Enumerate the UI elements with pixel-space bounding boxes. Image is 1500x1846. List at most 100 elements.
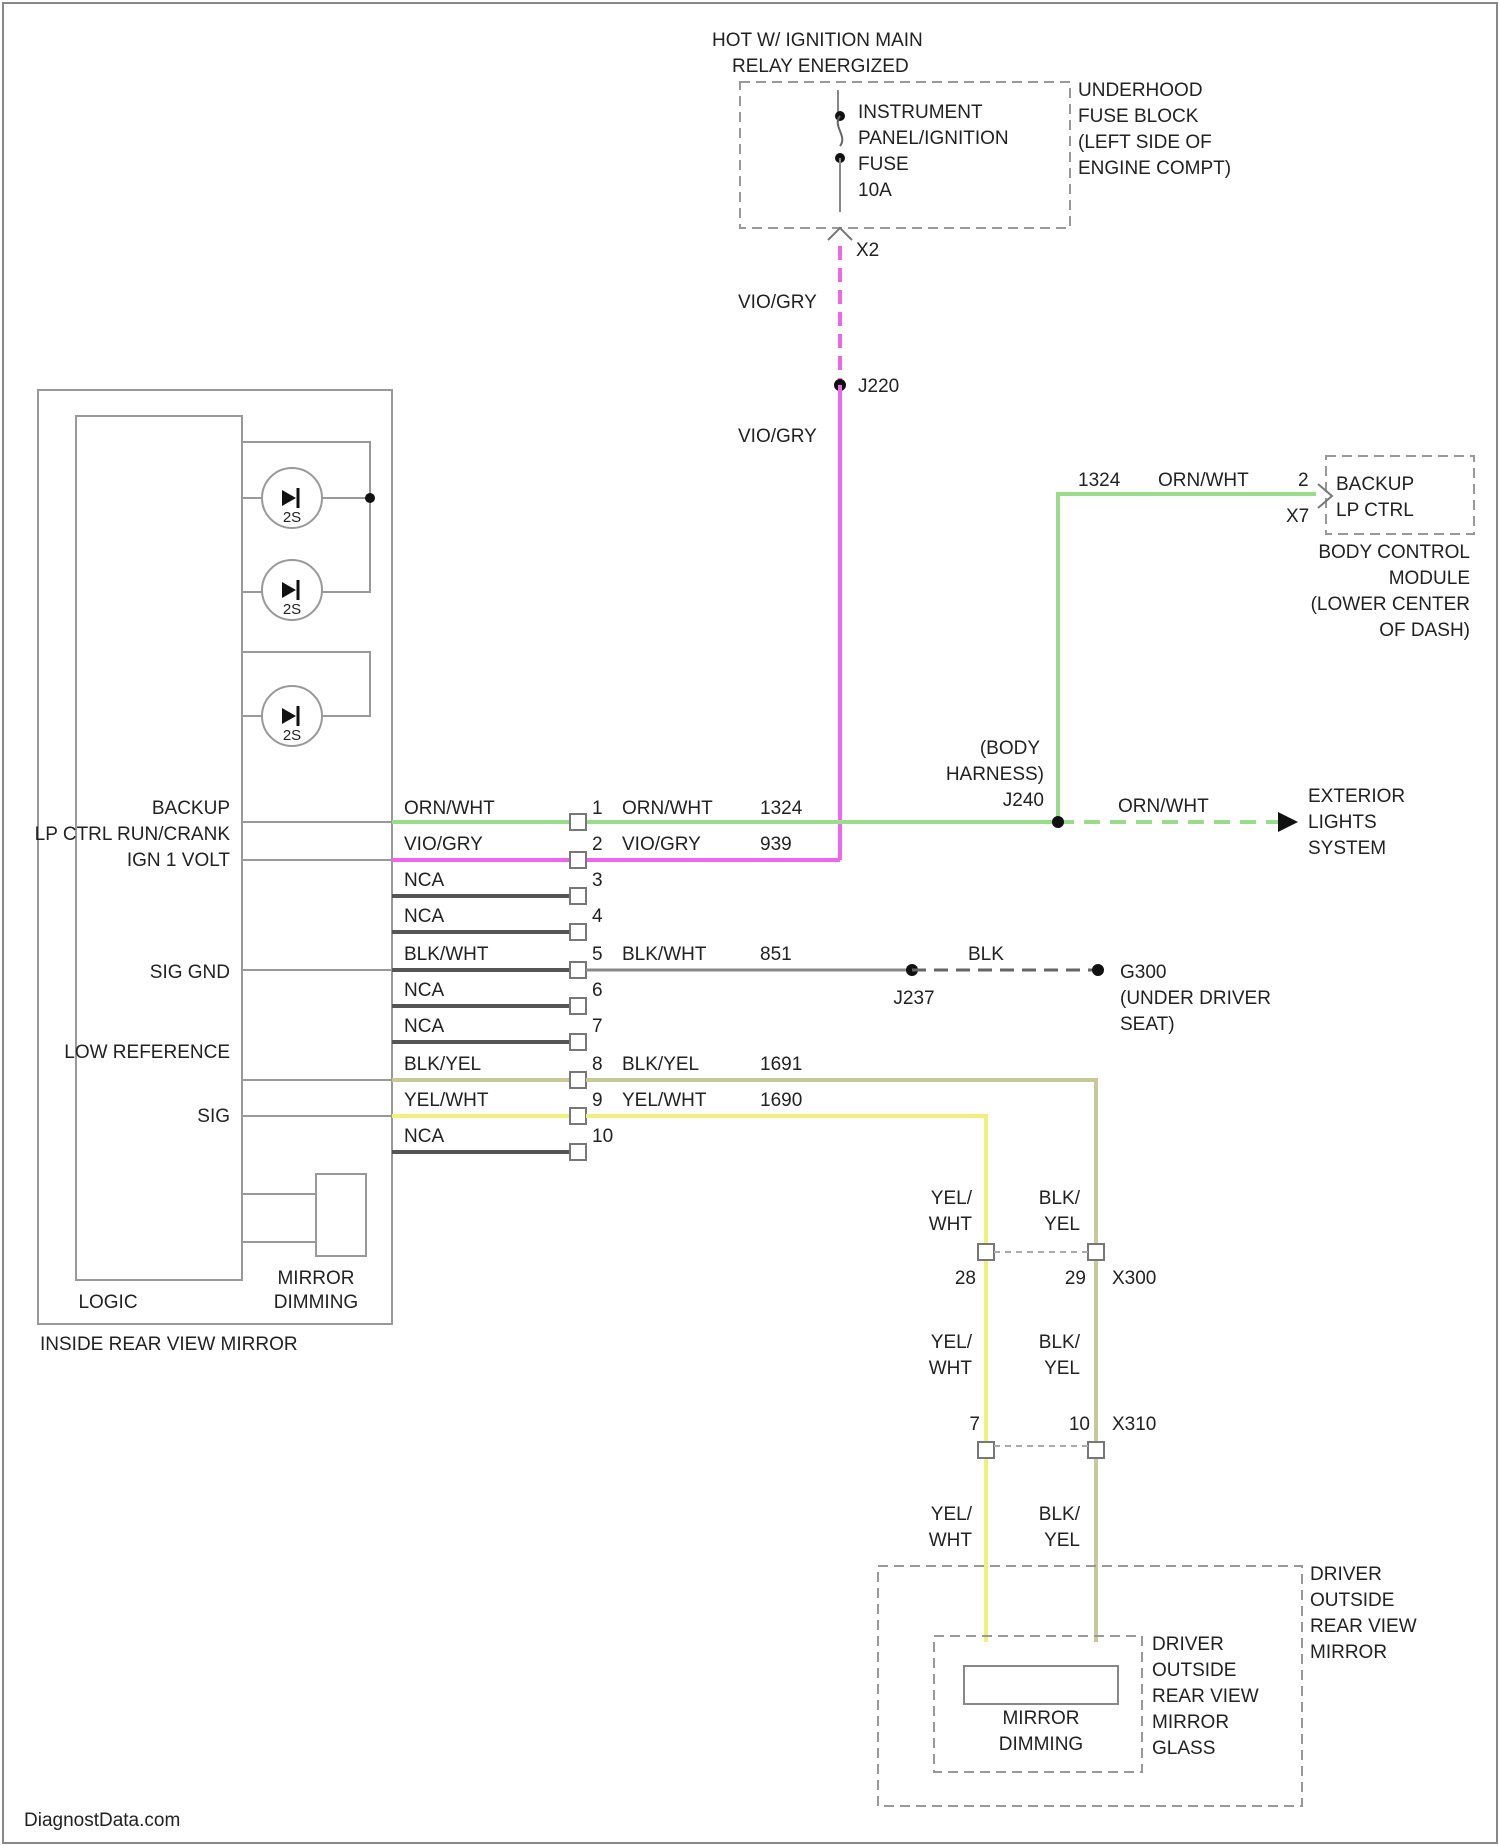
outside-mirror-dim-1: MIRROR — [1002, 1708, 1079, 1729]
input-backup: BACKUP — [152, 798, 230, 819]
fuse-label-4: 10A — [858, 180, 892, 201]
pin-10-left: NCA — [404, 1126, 444, 1147]
watermark: DiagnostData.com — [24, 1810, 180, 1831]
mirror-dimming-label-2: DIMMING — [274, 1292, 358, 1313]
glass-label-1: DRIVER — [1152, 1634, 1224, 1655]
fuse-label-1: INSTRUMENT — [858, 102, 983, 123]
logic-label: LOGIC — [78, 1292, 137, 1313]
mirror-dimming-element — [316, 1174, 366, 1256]
x300-blk-1: BLK/ — [1039, 1188, 1081, 1209]
pin-9-circuit: 1690 — [760, 1090, 802, 1111]
led-2-label: 2S — [283, 601, 301, 618]
pin-5-num: 5 — [592, 944, 603, 965]
outside-mirror-name-4: MIRROR — [1310, 1642, 1387, 1663]
bcm-connector: X7 — [1286, 506, 1309, 527]
fuse-block-label-1: UNDERHOOD — [1078, 80, 1203, 101]
splice-j237-label: J237 — [893, 988, 934, 1009]
x300-yel-2: WHT — [929, 1214, 973, 1235]
pin-4-left: NCA — [404, 906, 444, 927]
black-yellow-wire — [586, 1080, 1096, 1642]
c3-blk-2: YEL — [1044, 1530, 1080, 1551]
harness-label-3: J240 — [1003, 790, 1044, 811]
yellow-white-wire — [586, 1116, 986, 1642]
harness-label-1: (BODY — [980, 738, 1041, 759]
x310-pin-b: 10 — [1069, 1414, 1090, 1435]
pin-1-circuit: 1324 — [760, 798, 803, 819]
x310-blk-2: YEL — [1044, 1358, 1080, 1379]
pin-3-left: NCA — [404, 870, 444, 891]
x2-connector-symbol — [828, 228, 852, 240]
orange-white-wire — [392, 494, 1316, 822]
pin-4-num: 4 — [592, 906, 603, 927]
pin-8-right: BLK/YEL — [622, 1054, 699, 1075]
mirror-dimming-label-1: MIRROR — [277, 1268, 354, 1289]
x310-blk-1: BLK/ — [1039, 1332, 1081, 1353]
outside-mirror-name-2: OUTSIDE — [1310, 1590, 1394, 1611]
pin-9-left: YEL/WHT — [404, 1090, 489, 1111]
splice-j240 — [1052, 816, 1064, 828]
input-sig-gnd: SIG GND — [150, 962, 230, 983]
fuse-label-3: FUSE — [858, 154, 909, 175]
outside-mirror-dim-2: DIMMING — [999, 1734, 1083, 1755]
fuse-block-label-3: (LEFT SIDE OF — [1078, 132, 1212, 153]
input-low-reference: LOW REFERENCE — [64, 1042, 230, 1063]
pin-5-right: BLK/WHT — [622, 944, 707, 965]
pin-5-left: BLK/WHT — [404, 944, 489, 965]
pin-8-left: BLK/YEL — [404, 1054, 481, 1075]
bcm-wire-color: ORN/WHT — [1158, 470, 1249, 491]
glass-label-2: OUTSIDE — [1152, 1660, 1236, 1681]
input-ign: IGN 1 VOLT — [127, 850, 231, 871]
bcm-func-2: LP CTRL — [1336, 500, 1414, 521]
x300-name: X300 — [1112, 1268, 1156, 1289]
harness-label-2: HARNESS) — [946, 764, 1044, 785]
harness-wire-color: ORN/WHT — [1118, 796, 1209, 817]
hot-label-2: RELAY ENERGIZED — [732, 56, 909, 77]
exterior-lights-2: LIGHTS — [1308, 812, 1377, 833]
bcm-circuit: 1324 — [1078, 470, 1121, 491]
glass-label-5: GLASS — [1152, 1738, 1215, 1759]
pin-6-num: 6 — [592, 980, 603, 1001]
x310-yel-1: YEL/ — [931, 1332, 973, 1353]
c3-yel-1: YEL/ — [931, 1504, 973, 1525]
ground-g300 — [1092, 964, 1104, 976]
hot-label-1: HOT W/ IGNITION MAIN — [712, 30, 923, 51]
connector-x310 — [978, 1442, 1104, 1458]
pin-2-left: VIO/GRY — [404, 834, 483, 855]
led-junction — [365, 493, 375, 503]
led-3-label: 2S — [283, 727, 301, 744]
c3-yel-2: WHT — [929, 1530, 973, 1551]
violet-wire-label-a: VIO/GRY — [738, 292, 817, 313]
violet-wire-label-b: VIO/GRY — [738, 426, 817, 447]
logic-box — [76, 416, 242, 1280]
x300-blk-2: YEL — [1044, 1214, 1080, 1235]
outside-mirror-name-1: DRIVER — [1310, 1564, 1382, 1585]
fuse-block-label-2: FUSE BLOCK — [1078, 106, 1199, 127]
x300-pin-a: 28 — [955, 1268, 976, 1289]
pin-7-left: NCA — [404, 1016, 444, 1037]
pin-2-right: VIO/GRY — [622, 834, 701, 855]
pin-8-circuit: 1691 — [760, 1054, 802, 1075]
bcm-name-4: OF DASH) — [1379, 620, 1470, 641]
splice-j220-label: J220 — [858, 376, 899, 397]
glass-label-3: REAR VIEW — [1152, 1686, 1259, 1707]
pin-10-num: 10 — [592, 1126, 613, 1147]
pin-1-right: ORN/WHT — [622, 798, 713, 819]
glass-label-4: MIRROR — [1152, 1712, 1229, 1733]
pin-2-num: 2 — [592, 834, 603, 855]
diagram-border — [3, 3, 1497, 1843]
pin-8-num: 8 — [592, 1054, 603, 1075]
mirror-connector — [570, 814, 586, 1160]
x310-yel-2: WHT — [929, 1358, 973, 1379]
x2-connector-label: X2 — [856, 240, 879, 261]
led-1-label: 2S — [283, 509, 301, 526]
bcm-name-2: MODULE — [1389, 568, 1470, 589]
pin-5-circuit: 851 — [760, 944, 792, 965]
bcm-func-1: BACKUP — [1336, 474, 1414, 495]
exterior-lights-arrow — [1278, 812, 1298, 832]
pin-1-num: 1 — [592, 798, 603, 819]
x300-yel-1: YEL/ — [931, 1188, 973, 1209]
input-lp-ctrl: LP CTRL RUN/CRANK — [35, 824, 231, 845]
bcm-pin: 2 — [1298, 470, 1309, 491]
ground-point-label: G300 — [1120, 962, 1166, 983]
